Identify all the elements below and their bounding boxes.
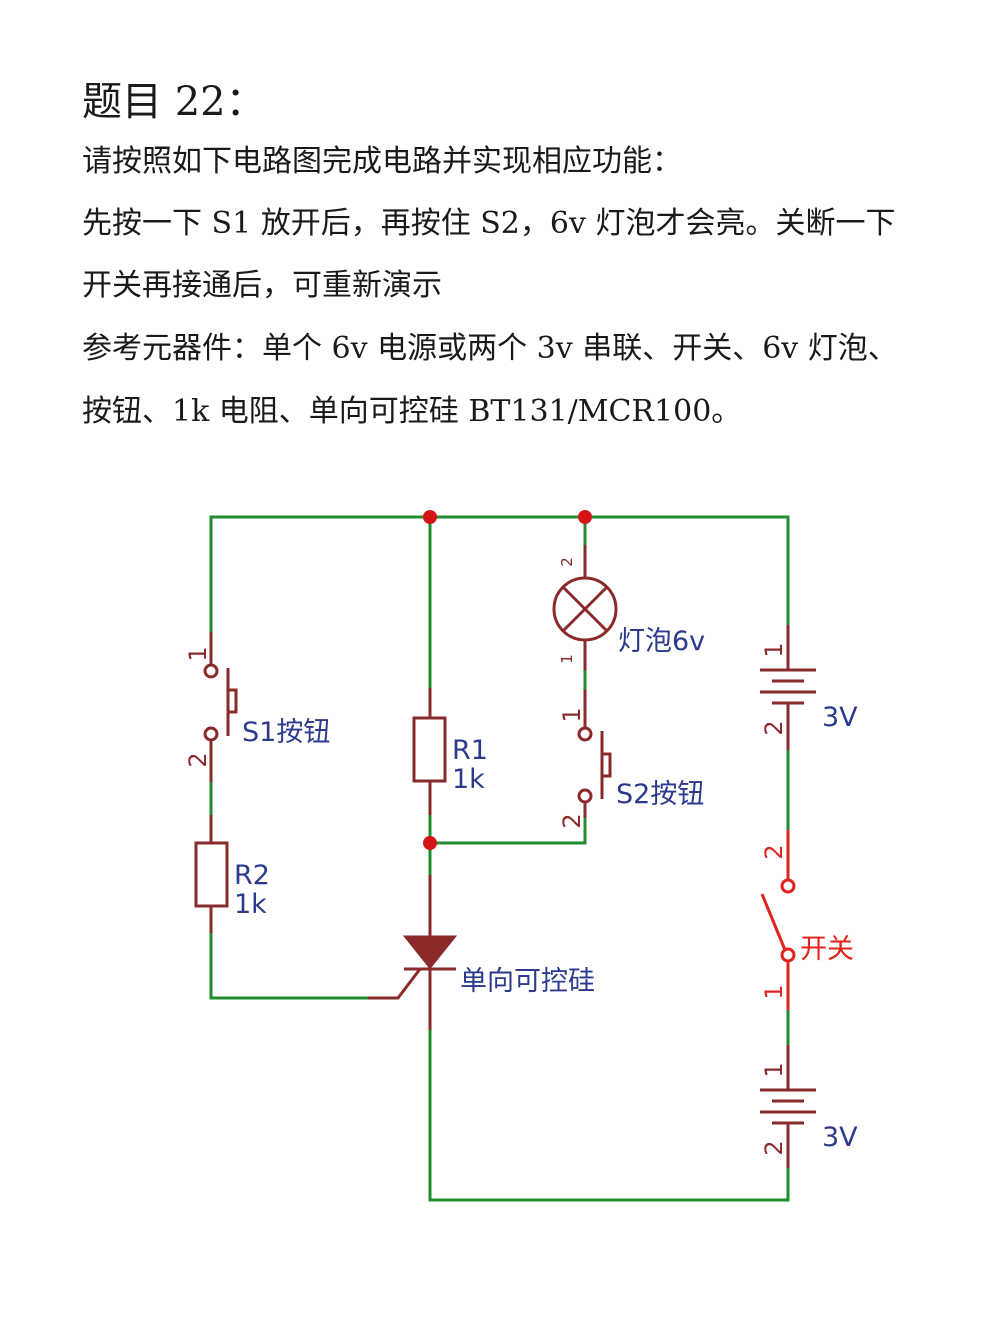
s1-pin-1: 1 <box>184 646 212 661</box>
s2-pin-1: 1 <box>558 707 586 722</box>
scr-thyristor <box>368 875 458 1030</box>
r2-value: 1k <box>234 889 267 920</box>
scr-label: 单向可控硅 <box>460 966 595 997</box>
wire-s2-to-junction <box>430 818 587 845</box>
junctions <box>423 510 592 850</box>
r2-resistor <box>194 815 229 933</box>
bat1-pin-1: 1 <box>760 642 788 657</box>
wire-gate <box>209 933 368 1000</box>
bat2-pin-1: 1 <box>760 1062 788 1077</box>
s1-button <box>203 632 238 782</box>
s2-pin-2: 2 <box>558 813 586 828</box>
bat1-pin-2: 2 <box>760 720 788 735</box>
components-line-1: 参考元器件：单个 6v 电源或两个 3v 串联、开关、6v 灯泡、 <box>82 331 898 366</box>
s2-button <box>577 690 612 818</box>
main-switch <box>760 830 796 1010</box>
wire-top-left <box>209 515 790 632</box>
r1-value: 1k <box>452 764 485 795</box>
battery-bottom <box>760 1045 816 1168</box>
junction-top-lamp <box>578 510 592 524</box>
bat1-label: 3V <box>822 702 858 733</box>
switch-label: 开关 <box>800 934 854 965</box>
question-title: 题目 22： <box>82 79 266 125</box>
r1-name: R1 <box>452 735 488 766</box>
s1-label: S1按钮 <box>242 717 330 748</box>
wires <box>209 515 790 1202</box>
wire-bottom <box>428 1030 790 1202</box>
requirement-line-2: 开关再接通后，可重新演示 <box>82 268 442 303</box>
s2-label: S2按钮 <box>616 779 704 810</box>
requirement-line-1: 先按一下 S1 放开后，再按住 S2，6v 灯泡才会亮。关断一下 <box>82 206 896 241</box>
s1-pin-2: 2 <box>184 752 212 767</box>
r2-name: R2 <box>234 860 270 891</box>
r1-resistor <box>412 688 447 815</box>
lamp-pin-2: 2 <box>558 557 576 567</box>
lamp <box>552 545 618 670</box>
bat2-label: 3V <box>822 1122 858 1153</box>
lamp-label: 灯泡6v <box>618 626 705 657</box>
junction-middle <box>423 836 437 850</box>
bat2-pin-2: 2 <box>760 1140 788 1155</box>
instruction-line: 请按照如下电路图完成电路并实现相应功能： <box>82 144 682 179</box>
components-line-2: 按钮、1k 电阻、单向可控硅 BT131/MCR100。 <box>82 394 742 429</box>
switch-pin-1: 1 <box>760 984 788 999</box>
battery-top <box>760 625 816 750</box>
lamp-pin-1: 1 <box>558 654 576 664</box>
junction-top-center <box>423 510 437 524</box>
switch-pin-2: 2 <box>760 844 788 859</box>
